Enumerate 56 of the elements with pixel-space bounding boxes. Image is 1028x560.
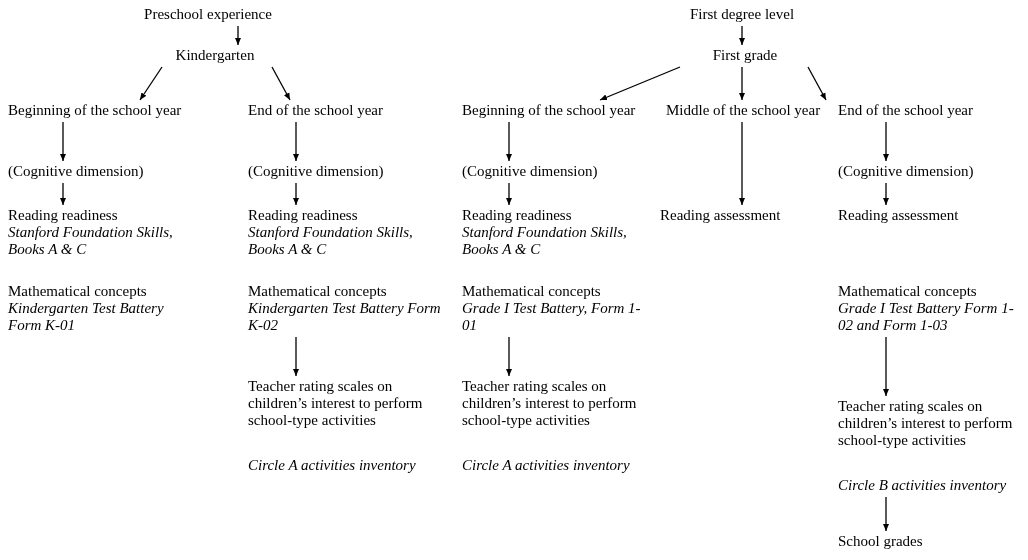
node-label: First degree level: [688, 6, 796, 23]
arrow: [293, 336, 299, 377]
arrow: [883, 496, 889, 532]
node-label: Mathematical concepts: [8, 283, 148, 300]
node-label: Mathematical concepts: [462, 283, 602, 300]
arrow: [293, 182, 299, 206]
arrow: [506, 121, 512, 162]
test-name: Grade I Test Battery Form 1-02 and Form 1-03: [838, 300, 1015, 334]
arrow: [739, 25, 745, 46]
node-label: Mathematical concepts: [838, 283, 978, 300]
node-label: Beginning of the school year: [462, 102, 637, 119]
node-label: Teacher rating scales on children’s interest to perform school-type activities: [838, 398, 1014, 449]
arrow: [599, 66, 681, 101]
node-label: First grade: [711, 47, 779, 64]
node-label: (Cognitive dimension): [462, 163, 599, 180]
node-label: (Cognitive dimension): [248, 163, 385, 180]
arrow: [883, 121, 889, 162]
node-label: (Cognitive dimension): [8, 163, 145, 180]
node-label: School grades: [838, 533, 924, 550]
arrow: [506, 182, 512, 206]
test-name: Circle A activities inventory: [248, 457, 417, 474]
node-label: Reading readiness: [8, 207, 119, 224]
node-label: End of the school year: [838, 102, 974, 119]
arrow: [739, 121, 745, 206]
node-label: Reading assessment: [838, 207, 960, 224]
test-name: Kindergarten Test Battery Form K-02: [248, 300, 442, 334]
arrow: [60, 121, 66, 162]
arrow: [235, 25, 241, 46]
node-label: Middle of the school year: [666, 102, 822, 119]
arrow: [139, 66, 163, 101]
arrow: [506, 336, 512, 377]
node-label: (Cognitive dimension): [838, 163, 975, 180]
test-name: Stanford Foundation Skills, Books A & C: [248, 224, 414, 258]
node-label: End of the school year: [248, 102, 384, 119]
arrow: [739, 66, 745, 101]
test-name: Circle B activities inventory: [838, 477, 1008, 494]
test-name: Grade I Test Battery, Form 1-01: [462, 300, 642, 334]
node-label: Reading assessment: [660, 207, 782, 224]
arrow: [293, 121, 299, 162]
node-label: Beginning of the school year: [8, 102, 183, 119]
arrow: [271, 66, 291, 101]
test-name: Stanford Foundation Skills, Books A & C: [8, 224, 174, 258]
node-label: Reading readiness: [462, 207, 573, 224]
arrow: [883, 182, 889, 206]
node-label: Mathematical concepts: [248, 283, 388, 300]
arrow: [807, 66, 827, 101]
test-name: Kindergarten Test Battery Form K-01: [8, 300, 165, 334]
arrow: [60, 182, 66, 206]
node-label: Teacher rating scales on children’s interest to perform school-type activities: [248, 378, 424, 429]
node-label: Reading readiness: [248, 207, 359, 224]
test-name: Circle A activities inventory: [462, 457, 631, 474]
arrow: [883, 336, 889, 397]
node-label: Kindergarten: [174, 47, 256, 64]
node-label: Teacher rating scales on children’s interest to perform school-type activities: [462, 378, 638, 429]
test-name: Stanford Foundation Skills, Books A & C: [462, 224, 628, 258]
node-label: Preschool experience: [143, 6, 273, 23]
